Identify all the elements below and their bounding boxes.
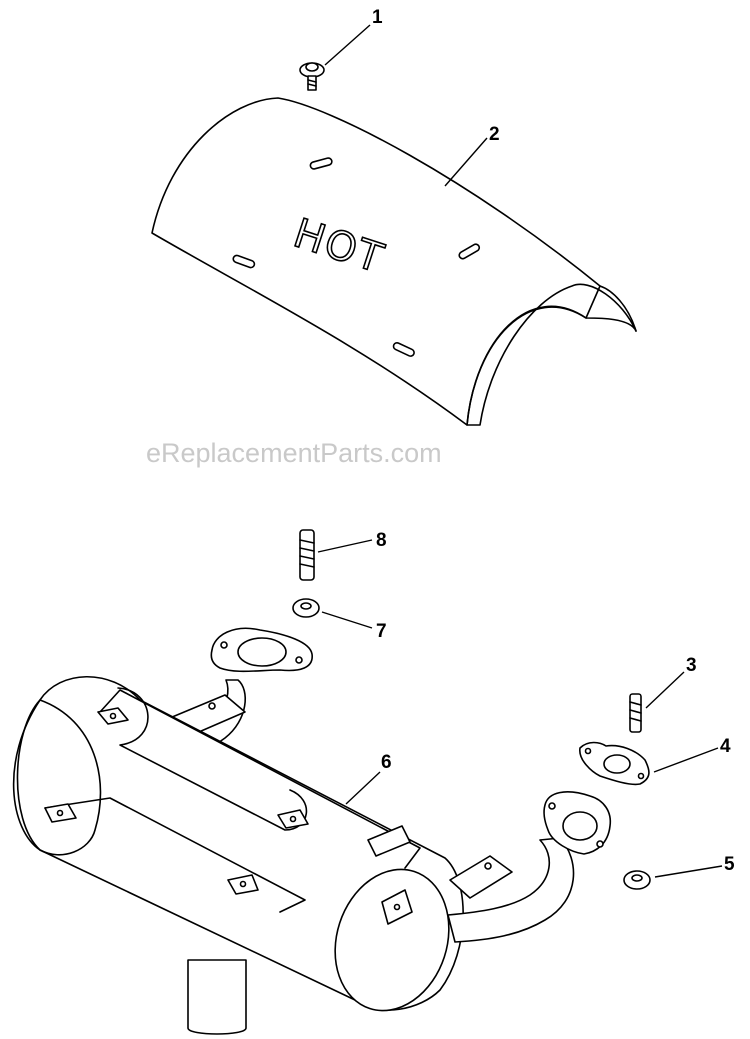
callout-1: 1 bbox=[372, 7, 383, 28]
watermark-text: eReplacementParts.com bbox=[146, 438, 442, 468]
callout-8: 8 bbox=[376, 530, 387, 551]
leader-7 bbox=[321, 611, 373, 629]
part-7-nut bbox=[292, 598, 320, 618]
callout-6: 6 bbox=[381, 752, 392, 773]
part-2-heat-shield: HOT bbox=[151, 97, 637, 426]
callout-5: 5 bbox=[724, 854, 735, 875]
part-4-gasket bbox=[579, 741, 650, 786]
leader-lines bbox=[317, 24, 723, 878]
leader-2 bbox=[444, 137, 488, 187]
part-5-nut bbox=[623, 870, 651, 890]
leader-5 bbox=[654, 865, 723, 878]
leader-8 bbox=[317, 539, 373, 553]
part-3-stud bbox=[629, 693, 642, 733]
part-1-screw bbox=[299, 62, 325, 91]
leader-6 bbox=[345, 771, 381, 805]
callout-labels: 1 2 3 4 5 6 7 8 bbox=[372, 7, 735, 875]
leader-4 bbox=[653, 747, 719, 773]
leader-1 bbox=[324, 24, 371, 66]
leader-3 bbox=[645, 671, 685, 709]
callout-4: 4 bbox=[720, 736, 731, 757]
callout-7: 7 bbox=[376, 621, 387, 642]
callout-3: 3 bbox=[686, 655, 697, 676]
part-8-stud bbox=[299, 529, 315, 581]
part-6-muffler bbox=[12, 627, 612, 1035]
callout-2: 2 bbox=[489, 124, 500, 145]
